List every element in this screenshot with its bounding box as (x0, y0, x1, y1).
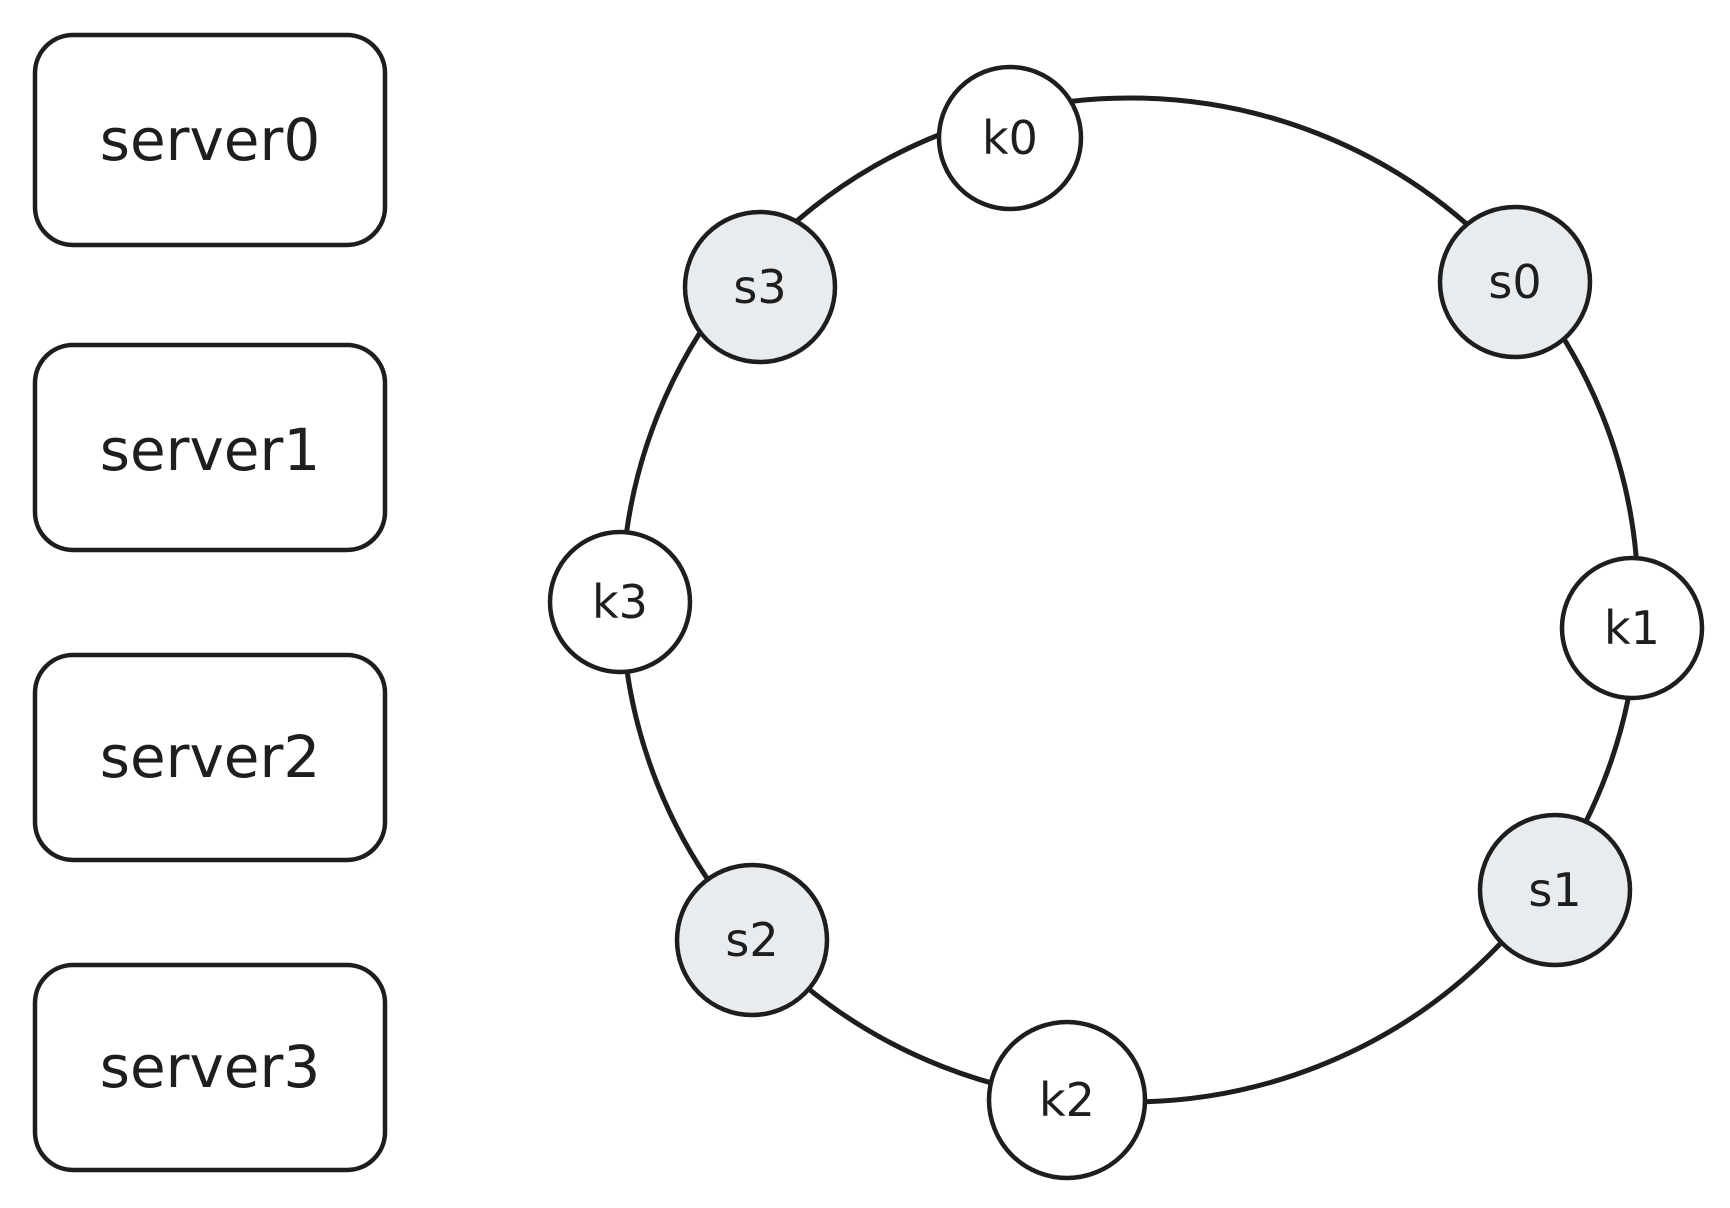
node-circle (1559, 555, 1705, 701)
ring-node-label: k2 (1039, 1073, 1095, 1127)
node-circle (1437, 204, 1593, 360)
node-circle (682, 209, 838, 365)
server-box-label: server0 (100, 106, 321, 174)
ring-node-label: k3 (592, 575, 648, 629)
node-circle (1477, 812, 1633, 968)
ring-node-label: s2 (725, 913, 778, 967)
server-box-1[interactable]: server1 (32, 342, 388, 553)
node-circle (986, 1019, 1148, 1181)
ring-node-s2[interactable]: s2 (674, 862, 830, 1018)
ring-node-label: s0 (1488, 255, 1541, 309)
node-circle (547, 529, 693, 675)
server-box-3[interactable]: server3 (32, 962, 388, 1173)
ring-node-s0[interactable]: s0 (1437, 204, 1593, 360)
ring-node-k0[interactable]: k0 (936, 64, 1084, 212)
ring-node-label: k1 (1604, 601, 1660, 655)
node-circle (936, 64, 1084, 212)
node-circle (674, 862, 830, 1018)
ring-node-label: s1 (1528, 863, 1581, 917)
ring-node-k3[interactable]: k3 (547, 529, 693, 675)
ring-node-k2[interactable]: k2 (986, 1019, 1148, 1181)
ring-node-s3[interactable]: s3 (682, 209, 838, 365)
server-box-label: server3 (100, 1033, 321, 1101)
server-box-label: server1 (100, 416, 321, 484)
ring-node-k1[interactable]: k1 (1559, 555, 1705, 701)
server-box-label: server2 (100, 723, 321, 791)
ring-node-s1[interactable]: s1 (1477, 812, 1633, 968)
ring-node-label: k0 (982, 111, 1038, 165)
server-box-0[interactable]: server0 (32, 32, 388, 248)
ring-node-label: s3 (733, 260, 786, 314)
server-box-2[interactable]: server2 (32, 652, 388, 863)
